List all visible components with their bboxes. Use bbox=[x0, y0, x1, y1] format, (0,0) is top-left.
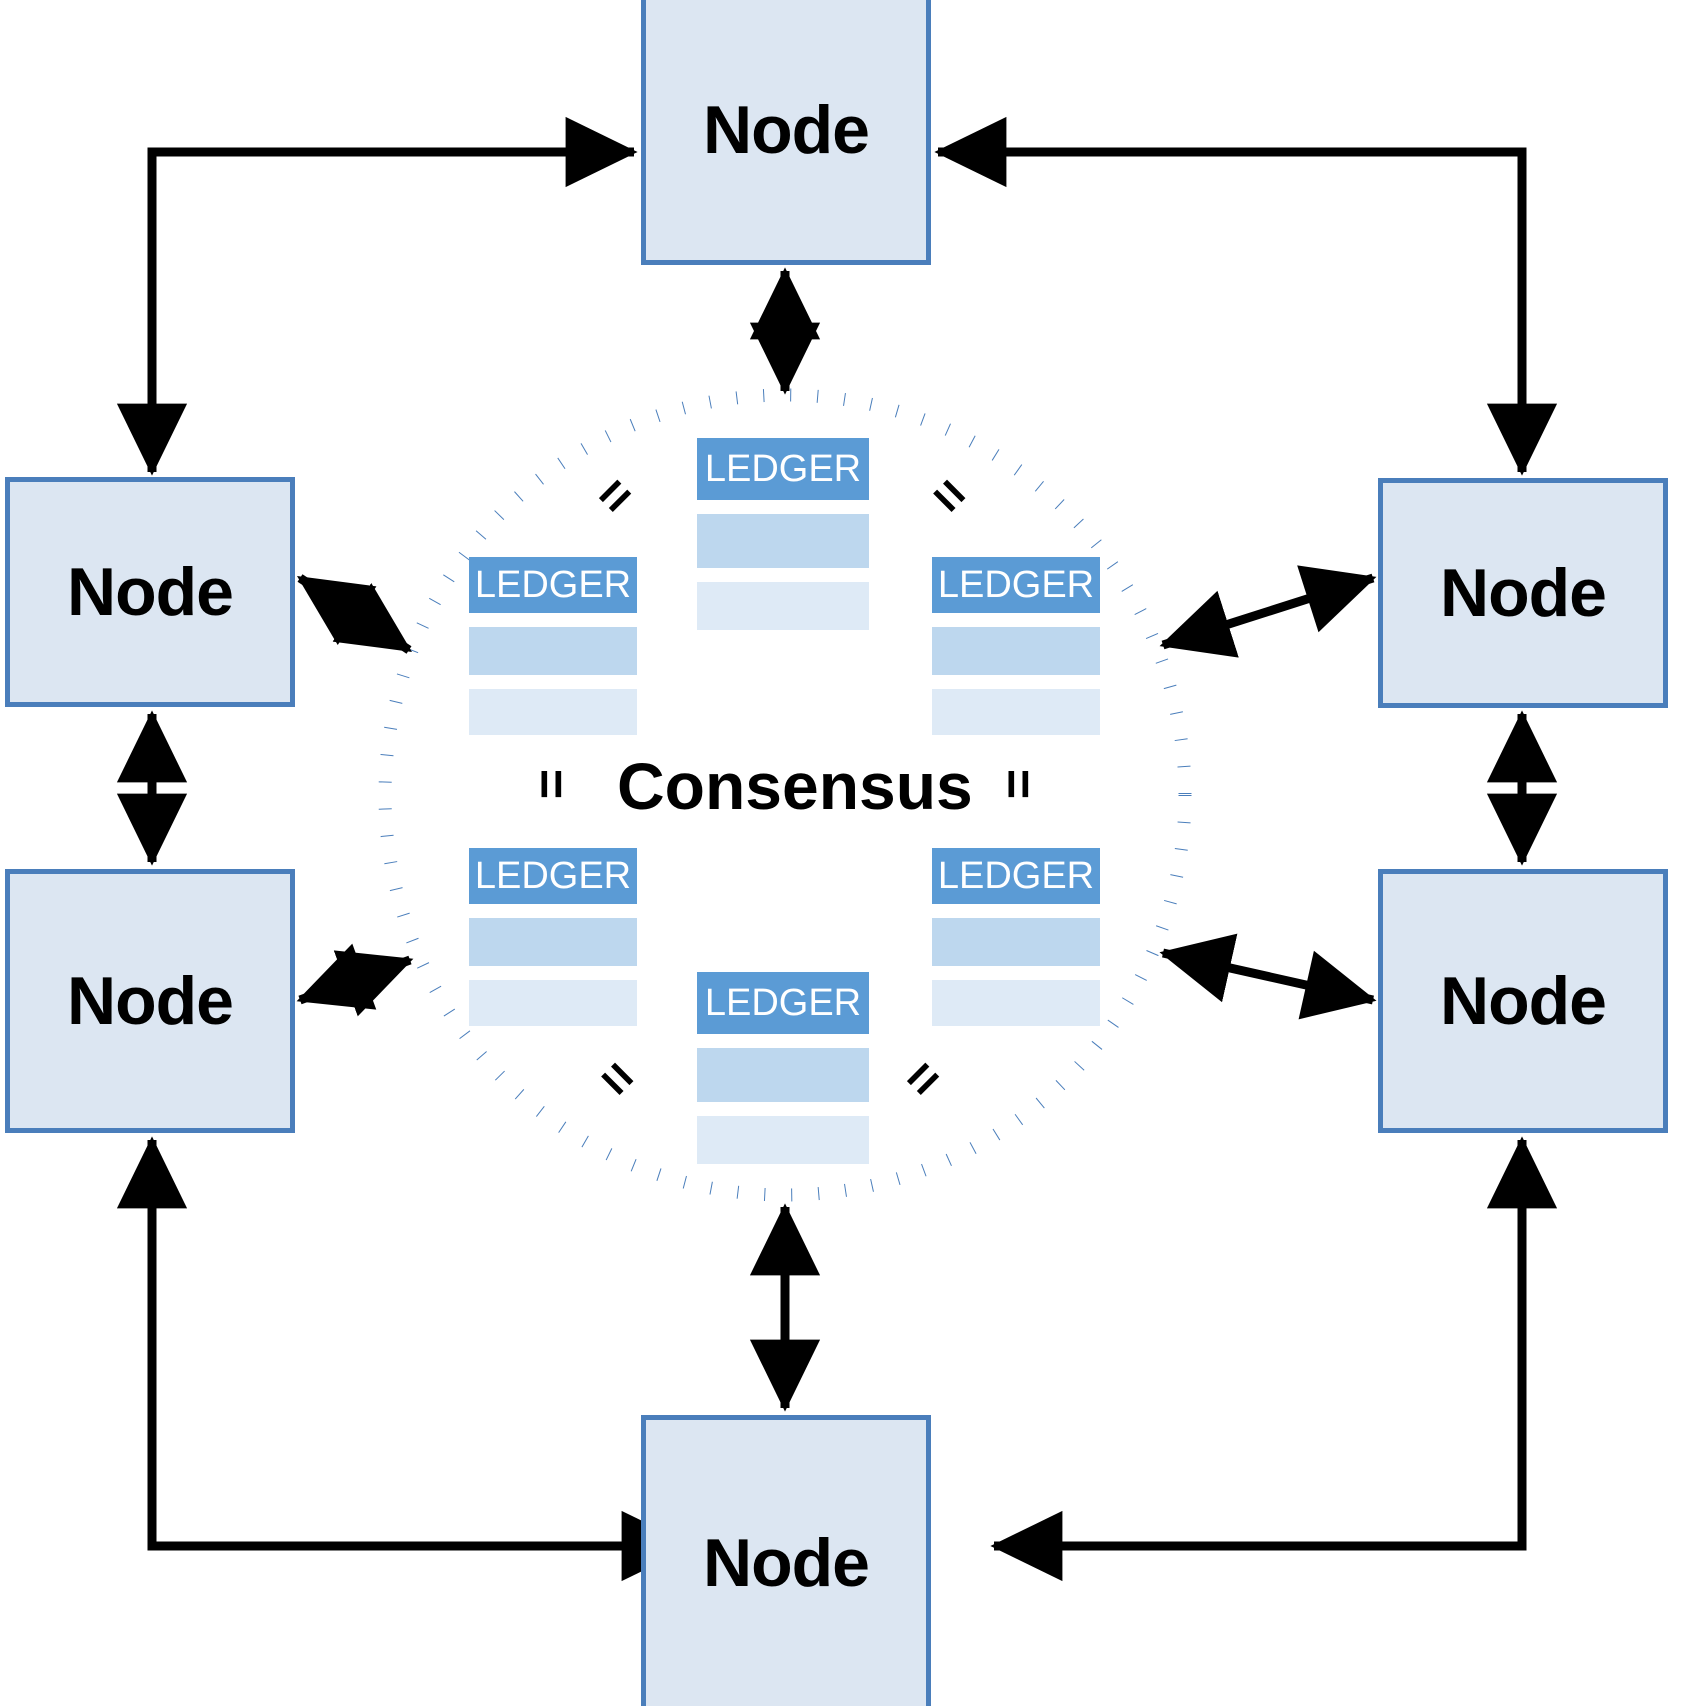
ledger-gap bbox=[932, 613, 1100, 627]
ledger-row-secondary bbox=[469, 689, 637, 735]
conn-elbow-bottom-left bbox=[116, 1136, 694, 1582]
conn-right-lower-to-center bbox=[1159, 933, 1377, 1020]
ledger-row-primary bbox=[932, 627, 1100, 675]
node-left-lower-label: Node bbox=[67, 963, 234, 1039]
node-right-upper-label: Node bbox=[1440, 555, 1607, 631]
ledger-left-lower-header: LEDGER bbox=[469, 848, 637, 904]
conn-elbow-bottom-right bbox=[990, 1136, 1558, 1582]
node-right-lower-label: Node bbox=[1440, 963, 1607, 1039]
equals-glyph: = bbox=[891, 1047, 955, 1111]
ledger-left-lower[interactable]: LEDGER bbox=[469, 848, 637, 1026]
equals-mark-bottom-right: = bbox=[891, 1047, 955, 1111]
ledger-gap bbox=[932, 675, 1100, 689]
conn-left-lower-to-center bbox=[296, 943, 414, 1017]
node-left-upper-label: Node bbox=[67, 554, 234, 630]
ledger-right-lower[interactable]: LEDGER bbox=[932, 848, 1100, 1026]
node-right-upper[interactable]: Node bbox=[1378, 478, 1668, 708]
equals-glyph: = bbox=[585, 1047, 649, 1111]
node-left-upper[interactable]: Node bbox=[5, 477, 295, 707]
conn-left-upper-to-center bbox=[296, 574, 413, 654]
ledger-gap bbox=[932, 966, 1100, 980]
ledger-row-secondary bbox=[932, 689, 1100, 735]
equals-mark-bottom-left: = bbox=[585, 1047, 649, 1111]
ledger-gap bbox=[469, 613, 637, 627]
equals-glyph: = bbox=[583, 464, 647, 528]
ledger-left-upper-header: LEDGER bbox=[469, 557, 637, 613]
conn-right-upper-to-center bbox=[1159, 565, 1377, 658]
ledger-bottom-center[interactable]: LEDGER bbox=[697, 972, 869, 1164]
equals-glyph: = bbox=[989, 768, 1048, 800]
conn-elbow-top-left bbox=[116, 116, 638, 476]
ledger-row-primary bbox=[697, 514, 869, 568]
ledger-right-lower-header: LEDGER bbox=[932, 848, 1100, 904]
conn-elbow-top-right bbox=[934, 116, 1558, 476]
ledger-gap bbox=[469, 904, 637, 918]
equals-mark-mid-right: = bbox=[989, 768, 1048, 800]
consensus-label: Consensus bbox=[617, 749, 973, 823]
ledger-right-upper[interactable]: LEDGER bbox=[932, 557, 1100, 735]
ledger-top-center-header: LEDGER bbox=[697, 438, 869, 500]
equals-mark-mid-left: = bbox=[522, 768, 581, 800]
ledger-row-primary bbox=[697, 1048, 869, 1102]
ledger-bottom-center-header: LEDGER bbox=[697, 972, 869, 1034]
equals-glyph: = bbox=[522, 768, 581, 800]
ledger-gap bbox=[469, 966, 637, 980]
ledger-gap bbox=[697, 1102, 869, 1116]
node-right-lower[interactable]: Node bbox=[1378, 869, 1668, 1133]
node-left-lower[interactable]: Node bbox=[5, 869, 295, 1133]
equals-glyph: = bbox=[917, 464, 981, 528]
ledger-left-upper[interactable]: LEDGER bbox=[469, 557, 637, 735]
ledger-gap bbox=[697, 1034, 869, 1048]
ledger-right-upper-header: LEDGER bbox=[932, 557, 1100, 613]
ledger-row-secondary bbox=[697, 1116, 869, 1164]
node-bottom[interactable]: Node bbox=[641, 1415, 931, 1706]
node-top[interactable]: Node bbox=[641, 0, 931, 265]
ledger-top-center[interactable]: LEDGER bbox=[697, 438, 869, 630]
node-top-label: Node bbox=[703, 92, 870, 168]
ledger-row-primary bbox=[932, 918, 1100, 966]
node-bottom-label: Node bbox=[703, 1525, 870, 1601]
ledger-gap bbox=[932, 904, 1100, 918]
ledger-gap bbox=[469, 675, 637, 689]
equals-mark-top-left: = bbox=[583, 464, 647, 528]
ledger-row-secondary bbox=[697, 582, 869, 630]
ledger-row-primary bbox=[469, 918, 637, 966]
ledger-gap bbox=[697, 568, 869, 582]
ledger-row-secondary bbox=[469, 980, 637, 1026]
ledger-row-secondary bbox=[932, 980, 1100, 1026]
equals-mark-top-right: = bbox=[917, 464, 981, 528]
ledger-gap bbox=[697, 500, 869, 514]
ledger-row-primary bbox=[469, 627, 637, 675]
